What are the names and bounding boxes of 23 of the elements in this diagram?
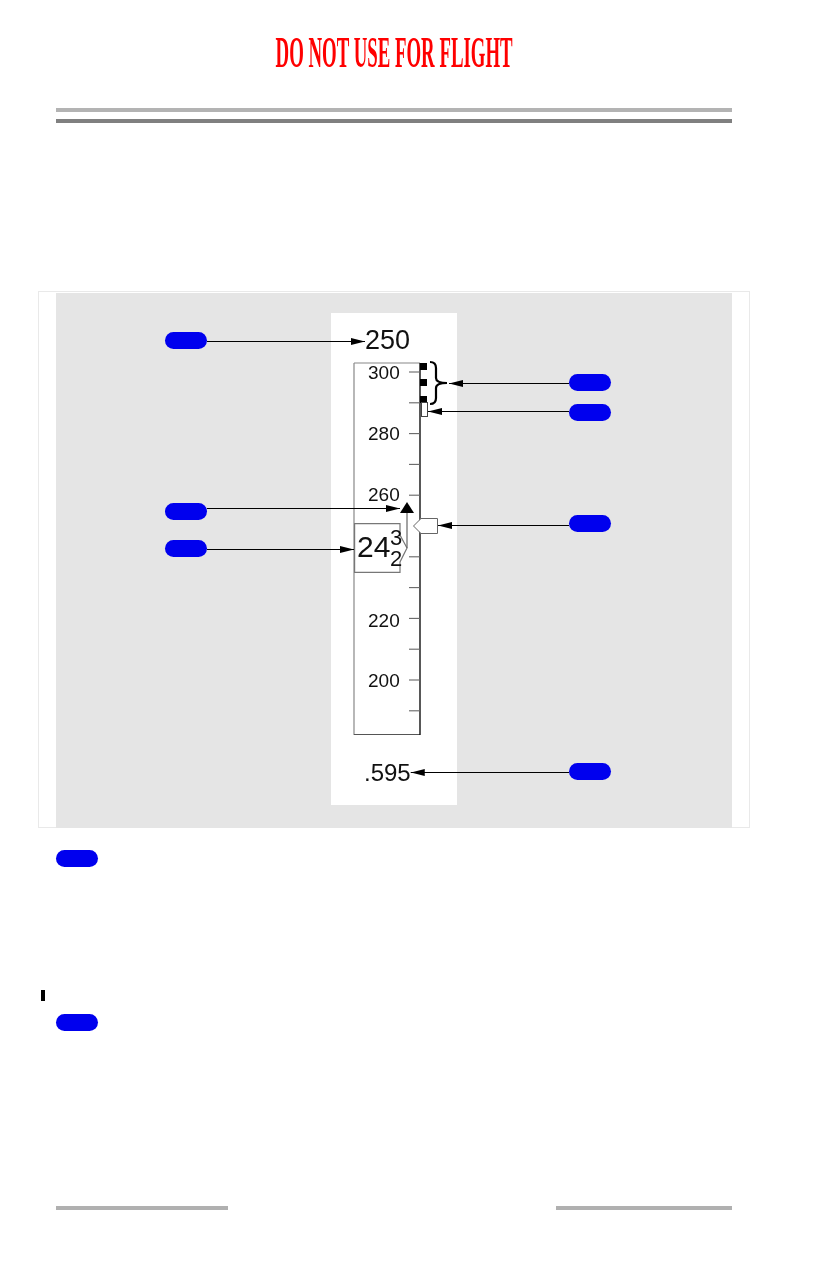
- scale-number: 200: [368, 670, 400, 690]
- vertical-line: [406, 512, 408, 549]
- leader-line: [206, 505, 401, 512]
- page-title: DO NOT USE FOR FLIGHT: [275, 31, 513, 75]
- triangle-marker: [400, 502, 414, 513]
- leader-line: [410, 769, 570, 776]
- value-readout: 250: [365, 327, 411, 354]
- small-rectangle: [421, 402, 428, 417]
- rolling-digit: 2: [390, 548, 403, 570]
- scale-number: 220: [368, 610, 400, 630]
- scale-number: 280: [368, 423, 400, 443]
- leader-line: [448, 380, 570, 387]
- leader-line: [427, 408, 570, 415]
- scale-number: 260: [368, 484, 400, 504]
- scale-number: 300: [368, 362, 400, 382]
- rolling-digit: 3: [390, 527, 403, 549]
- leader-line: [437, 522, 570, 529]
- readout-box: [354, 523, 410, 573]
- curly-bracket: [429, 361, 449, 405]
- leader-line: [206, 546, 355, 553]
- value-readout: .595: [364, 761, 411, 785]
- leader-line: [206, 338, 366, 345]
- readout-digits: 24: [357, 532, 391, 562]
